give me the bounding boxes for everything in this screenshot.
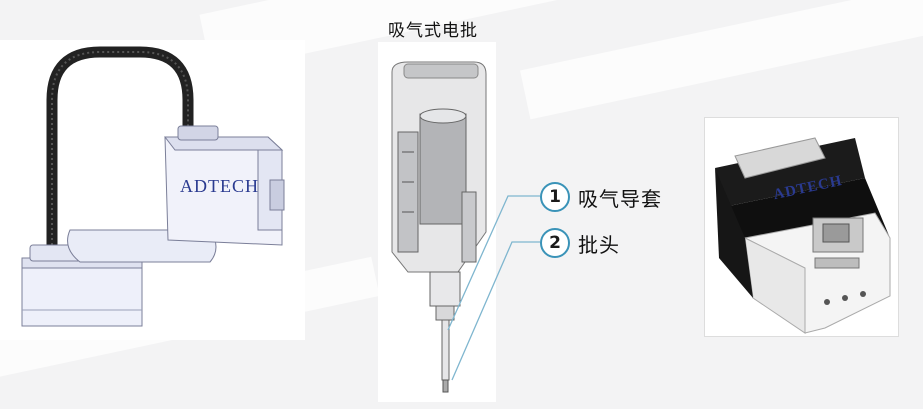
background-stripe <box>520 0 923 120</box>
callout-label: 批头 <box>578 232 620 257</box>
robot-brand-label: ADTECH <box>180 176 259 196</box>
screwdriver-drawing <box>391 61 487 393</box>
scara-robot-drawing <box>21 46 285 327</box>
screw-feeder-photo: ADTECH <box>704 117 899 337</box>
scara-robot-panel: ADTECH <box>0 40 305 340</box>
callout-number: 1 <box>540 182 570 212</box>
screwdriver-panel <box>378 42 496 402</box>
diagram-title: 吸气式电批 <box>388 21 478 41</box>
callout-number: 2 <box>540 228 570 258</box>
callout-suction-guide: 1 吸气导套 <box>540 182 662 212</box>
callout-label: 吸气导套 <box>578 186 662 211</box>
screw-feeder-drawing <box>715 137 891 334</box>
callout-screwdriver-bit: 2 批头 <box>540 228 620 258</box>
